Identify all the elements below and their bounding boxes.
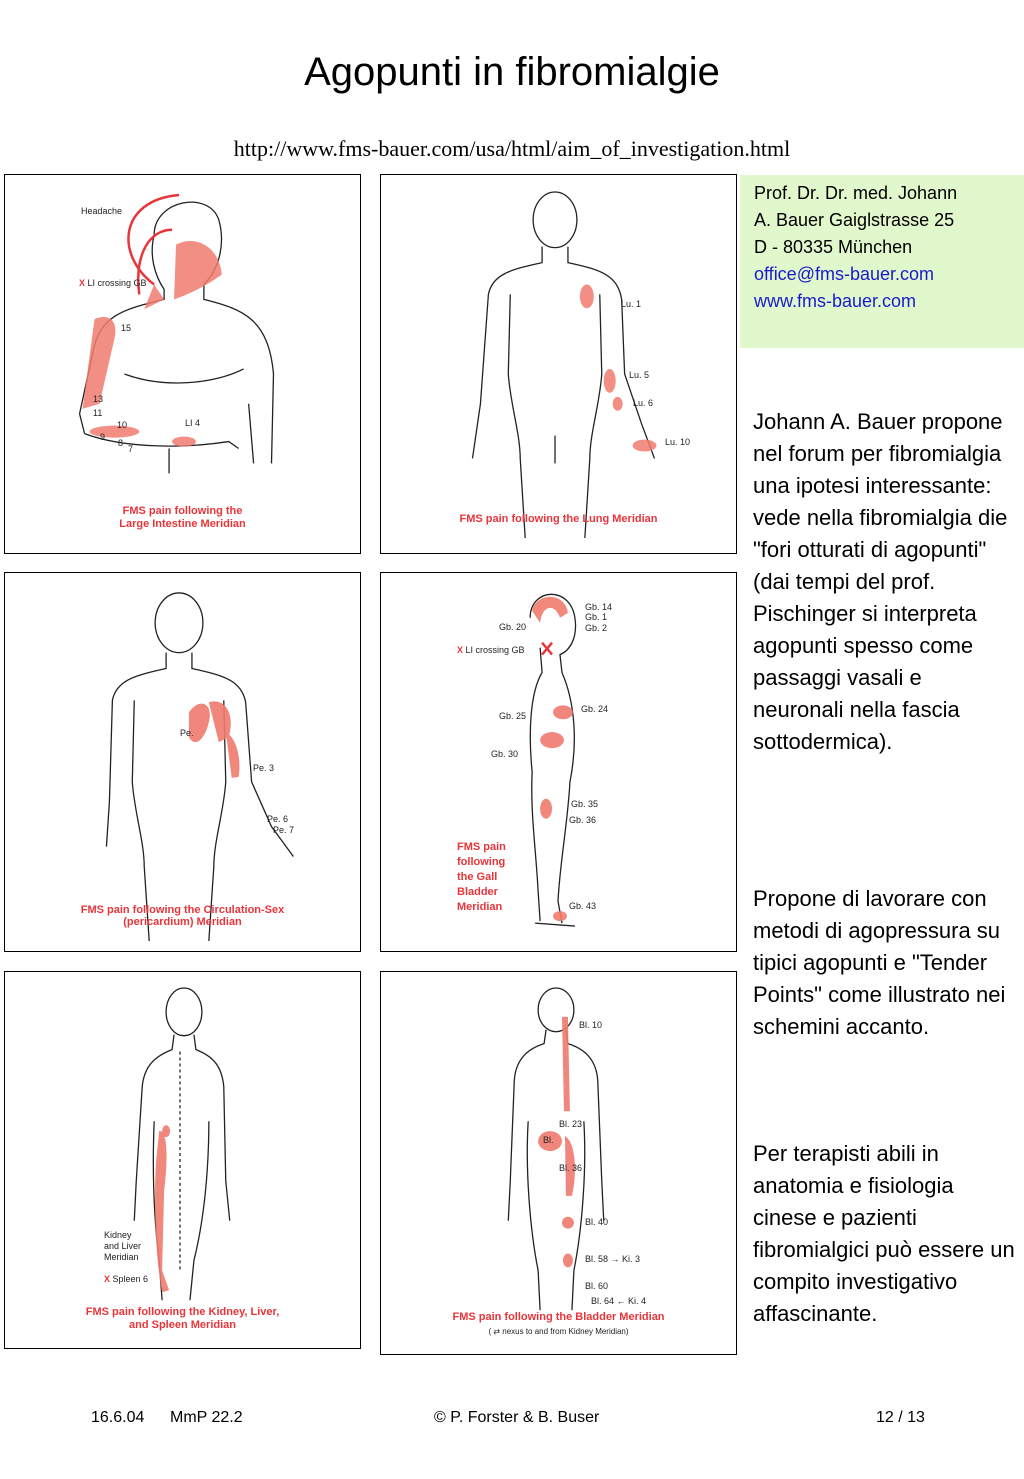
contact-name-line1: Prof. Dr. Dr. med. Johann [754,183,958,203]
paragraph-therapists: Per terapisti abili in anatomia e fisiol… [753,1141,1015,1326]
contact-email-link[interactable]: office@fms-bauer.com [754,264,935,284]
page-title: Agopunti in fibromialgie [304,50,720,94]
caption-bladder-2: ( ⇄ nexus to and from Kidney Meridian) [488,1327,629,1336]
label-gb1: Gb. 1 [585,612,608,622]
source-url[interactable]: http://www.fms-bauer.com/usa/html/aim_of… [233,136,791,161]
label-8: 8 [118,438,124,448]
paragraph-method: Propone di lavorare con metodi di agopre… [753,886,1006,1039]
caption-gall-bladder-1: FMS pain [457,841,506,853]
lung-illustration [471,191,657,539]
footer-date: 16.6.04 [91,1409,145,1426]
footer-copyright: © P. Forster & B. Buser [434,1409,600,1426]
label-gb25: Gb. 25 [499,711,527,721]
caption-gall-bladder-3: the Gall [457,871,498,883]
label-lu1: Lu. 1 [621,299,642,309]
figure-bladder: Bl. 10 Bl. 23 Bl. Bl. 36 Bl. 40 Bl. 58 →… [380,971,737,1355]
caption-gall-bladder-2: following [457,856,506,868]
caption-circulation-sex-2: (pericardium) Meridian [123,916,242,928]
label-gb14: Gb. 14 [585,602,613,612]
label-13: 13 [93,394,104,404]
label-gb2: Gb. 2 [585,623,608,633]
caption-gall-bladder-4: Bladder [457,886,498,898]
label-bl23: Bl. 23 [559,1119,583,1129]
contact-address: D - 80335 München [754,237,913,257]
label-bl60: Bl. 60 [585,1281,609,1291]
label-li4: LI 4 [185,418,201,428]
label-9: 9 [100,432,106,442]
caption-circulation-sex-1: FMS pain following the Circulation-Sex [80,904,285,916]
label-lu5: Lu. 5 [629,370,650,380]
label-10: 10 [117,420,128,430]
contact-web-link[interactable]: www.fms-bauer.com [754,291,917,311]
kidney-liver-spleen-illustration [133,987,231,1301]
label-7: 7 [128,444,134,454]
caption-gall-bladder-5: Meridian [457,901,503,913]
caption-kidney-liver-spleen-2: and Spleen Meridian [129,1319,236,1331]
label-11: 11 [93,408,103,418]
caption-bladder-1: FMS pain following the Bladder Meridian [452,1311,665,1323]
caption-large-intestine-1: FMS pain following the [122,505,243,517]
label-bl40: Bl. 40 [585,1217,609,1227]
label-gb35: Gb. 35 [571,799,599,809]
label-gb20: Gb. 20 [499,622,527,632]
label-bl36: Bl. 36 [559,1163,583,1173]
label-pe6: Pe. 6 [267,814,289,824]
contact-name-line2: A. Bauer Gaiglstrasse 25 [754,210,955,230]
footer-code: MmP 22.2 [170,1409,243,1426]
figure-lung: Lu. 1 Lu. 5 Lu. 6 Lu. 10 FMS pain follow… [380,174,737,554]
label-15: 15 [121,323,132,333]
label-and-liver: and Liver [104,1241,142,1251]
label-lu10: Lu. 10 [665,437,691,447]
figure-kidney-liver-spleen: Kidney and Liver Meridian Spleen 6 FMS p… [4,971,361,1349]
caption-lung: FMS pain following the Lung Meridian [459,513,658,525]
label-meridian: Meridian [104,1252,139,1262]
label-spleen6: Spleen 6 [104,1274,149,1284]
label-bl: Bl. [543,1135,554,1145]
caption-large-intestine-2: Large Intestine Meridian [119,518,246,530]
label-gb43: Gb. 43 [569,901,597,911]
label-li-crossing-gb: LI crossing GB [79,278,147,288]
label-pe3: Pe. 3 [253,763,275,773]
label-pe7: Pe. 7 [273,825,295,835]
label-pe1: Pe. [180,728,194,738]
figure-gall-bladder: Gb. 14 Gb. 1 Gb. 2 Gb. 20 LI crossing GB… [380,572,737,952]
label-gb30: Gb. 30 [491,749,519,759]
caption-kidney-liver-spleen-1: FMS pain following the Kidney, Liver, [85,1306,280,1318]
label-gb36: Gb. 36 [569,815,597,825]
footer-page-number: 12 / 13 [876,1409,925,1426]
gall-bladder-illustration [529,593,577,927]
label-li-crossing-gb-2: LI crossing GB [457,645,525,655]
label-bl64-ki4: Bl. 64 ← Ki. 4 [591,1296,647,1306]
figure-circulation-sex: Pe. Pe. 3 Pe. 6 Pe. 7 FMS pain following… [4,572,361,952]
label-bl10: Bl. 10 [579,1020,603,1030]
large-intestine-illustration [78,193,275,474]
bladder-illustration [507,987,605,1311]
figure-large-intestine: Headache LI crossing GB 15 13 11 10 9 8 … [4,174,361,554]
contact-box: Prof. Dr. Dr. med. Johann A. Bauer Gaigl… [740,175,1024,348]
label-lu6: Lu. 6 [633,398,654,408]
label-gb24: Gb. 24 [581,704,609,714]
paragraph-hypothesis: Johann A. Bauer propone nel forum per fi… [753,409,1008,754]
label-kidney: Kidney [104,1230,132,1240]
circulation-sex-illustration [105,592,294,942]
label-headache: Headache [81,206,123,216]
label-bl58-ki3: Bl. 58 → Ki. 3 [585,1254,641,1264]
